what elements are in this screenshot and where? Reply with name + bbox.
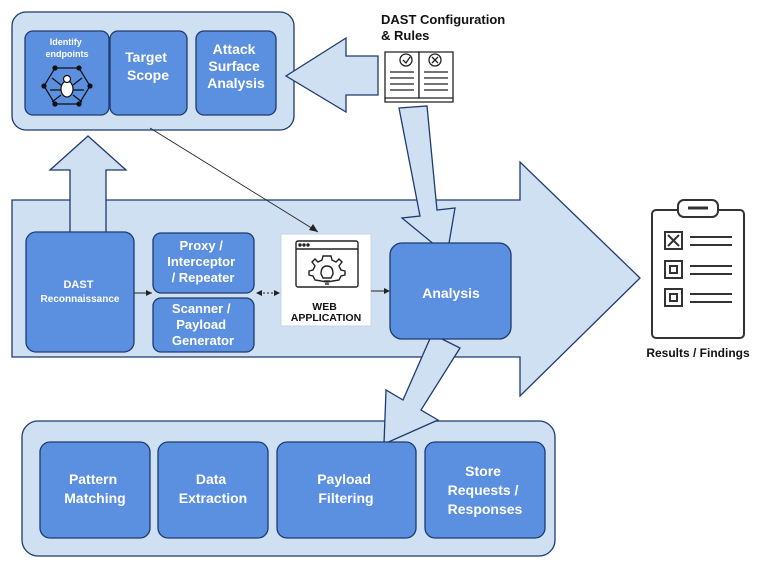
scope-to-webapp-arrowhead	[309, 224, 318, 232]
analysis-down-arrow	[383, 333, 461, 446]
scanner-payload-box	[152, 297, 255, 353]
data-extraction-label: Data Extraction	[179, 471, 247, 506]
config-down-arrow	[398, 105, 456, 257]
proxy-interceptor-box	[152, 232, 255, 294]
analysis-box	[389, 242, 512, 340]
clipboard-results-icon	[651, 199, 745, 339]
payload-filtering-label: Payload Filtering	[317, 471, 375, 506]
attack-surface-label: Attack Surface Analysis	[207, 41, 265, 91]
webapp-to-analysis-arrowhead	[384, 288, 390, 294]
pattern-matching-box	[39, 441, 151, 539]
config-left-arrow	[284, 36, 379, 114]
tools-webapp-right-arrowhead	[274, 290, 280, 296]
web-application-icon	[295, 240, 359, 288]
pattern-matching-label: Pattern Matching	[64, 471, 125, 506]
identify-endpoints-box	[24, 30, 110, 116]
config-label: DAST Configuration & Rules	[381, 12, 509, 43]
recon-to-tools-arrowhead	[146, 290, 152, 296]
scanner-payload-label: Scanner / Payload Generator	[172, 301, 234, 348]
attack-surface-box	[195, 30, 277, 116]
dast-reconnaissance-box	[25, 231, 135, 353]
target-scope-box	[109, 30, 188, 116]
data-extraction-box	[157, 441, 269, 539]
analysis-label: Analysis	[422, 285, 480, 301]
payload-filtering-box	[276, 441, 417, 539]
proxy-interceptor-label: Proxy / Interceptor / Repeater	[167, 238, 239, 285]
store-requests-box	[424, 441, 546, 539]
recon-up-arrow	[48, 135, 128, 243]
rulebook-icon	[384, 51, 454, 103]
identify-endpoints-label: Identify endpoints	[46, 37, 89, 59]
results-findings-label: Results / Findings	[646, 346, 750, 360]
dast-reconnaissance-label: DAST Reconnaissance	[41, 279, 120, 305]
spider-icon	[41, 65, 93, 107]
tools-webapp-left-arrowhead	[256, 290, 262, 296]
scope-to-webapp-line	[149, 127, 319, 233]
store-requests-label: Store Requests / Responses	[448, 463, 523, 517]
target-scope-label: Target Scope	[125, 49, 171, 83]
web-application-label: WEB APPLICATION	[291, 301, 361, 324]
